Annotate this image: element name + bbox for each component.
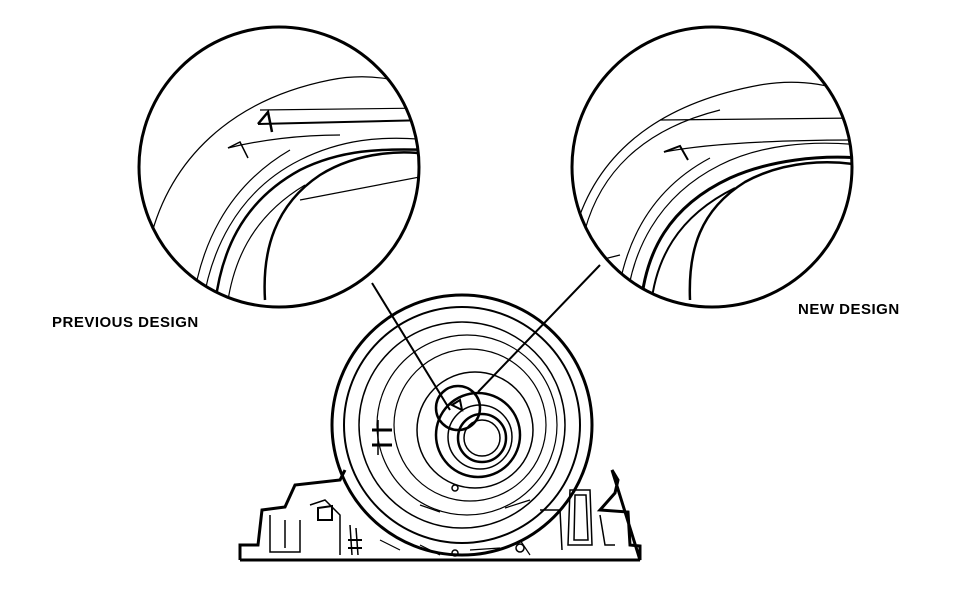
- leader-line-new: [477, 264, 601, 393]
- new-design-detail: [570, 25, 854, 309]
- magnifier-circle-left: [137, 25, 421, 309]
- previous-design-label: PREVIOUS DESIGN: [52, 314, 199, 331]
- new-design-label: NEW DESIGN: [798, 301, 900, 318]
- magnifier-circle-right: [570, 25, 854, 309]
- detail-callout-circle: [434, 384, 482, 432]
- housing-drawing: [238, 293, 642, 562]
- leader-line-previous: [371, 282, 451, 411]
- housing-base-outline: [238, 469, 642, 561]
- previous-design-detail: [137, 25, 421, 309]
